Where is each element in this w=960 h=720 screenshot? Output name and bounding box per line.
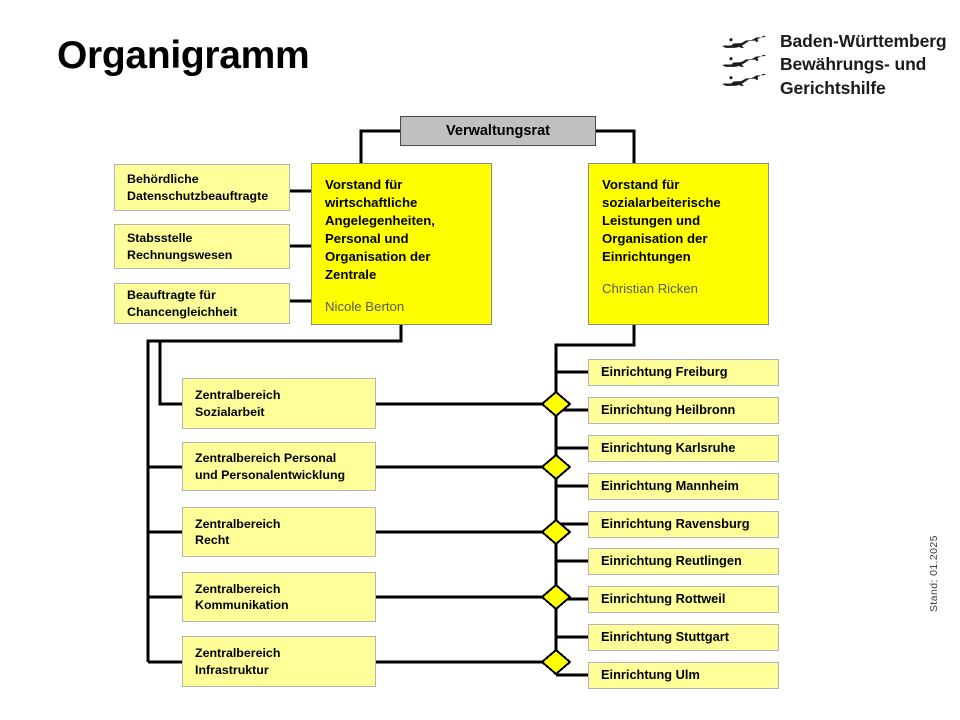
node-person: Nicole Berton xyxy=(325,299,405,315)
node-einrichtung-heilbronn[interactable]: Einrichtung Heilbronn xyxy=(588,397,779,424)
three-lions-crest-icon xyxy=(722,30,768,87)
node-title: Einrichtung Stuttgart xyxy=(601,629,729,645)
node-beauftragte-chancengleichheit[interactable]: Beauftragte für Chancengleichheit xyxy=(114,283,290,324)
node-title: Behördliche Datenschutzbeauftragte xyxy=(127,172,269,203)
baden-wuerttemberg-logo: Baden-Württemberg Bewährungs- und Gerich… xyxy=(722,30,947,100)
node-title: Einrichtung Mannheim xyxy=(601,478,739,494)
logo-line-2: Bewährungs- und xyxy=(780,54,927,75)
node-zentralbereich-recht[interactable]: Zentralbereich Recht xyxy=(182,507,376,557)
node-vorstand-wirtschaft[interactable]: Vorstand für wirtschaftliche Angelegenhe… xyxy=(311,163,492,325)
stand-date: Stand: 01.2025 xyxy=(928,535,940,612)
node-label: Verwaltungsrat xyxy=(446,123,550,139)
node-title: Vorstand für wirtschaftliche Angelegenhe… xyxy=(325,177,435,283)
node-person: Christian Ricken xyxy=(602,281,699,297)
node-title: Zentralbereich Recht xyxy=(195,516,281,547)
node-title: Vorstand für sozialarbeiterische Leistun… xyxy=(602,177,721,265)
node-vorstand-sozialarbeit[interactable]: Vorstand für sozialarbeiterische Leistun… xyxy=(588,163,769,325)
node-title: Einrichtung Karlsruhe xyxy=(601,440,736,456)
node-einrichtung-mannheim[interactable]: Einrichtung Mannheim xyxy=(588,473,779,500)
node-einrichtung-ulm[interactable]: Einrichtung Ulm xyxy=(588,662,779,689)
node-title: Stabsstelle Rechnungswesen xyxy=(127,231,233,262)
logo-line-1: Baden-Württemberg xyxy=(780,31,947,51)
node-zentralbereich-infrastruktur[interactable]: Zentralbereich Infrastruktur xyxy=(182,636,376,687)
node-einrichtung-freiburg[interactable]: Einrichtung Freiburg xyxy=(588,359,779,386)
node-title: Einrichtung Rottweil xyxy=(601,591,726,607)
node-zentralbereich-sozialarbeit[interactable]: Zentralbereich Sozialarbeit xyxy=(182,378,376,429)
node-verwaltungsrat[interactable]: Verwaltungsrat xyxy=(400,116,596,146)
node-title: Zentralbereich Infrastruktur xyxy=(195,646,281,677)
node-title: Einrichtung Ravensburg xyxy=(601,516,750,532)
node-einrichtung-stuttgart[interactable]: Einrichtung Stuttgart xyxy=(588,624,779,651)
node-datenschutzbeauftragte[interactable]: Behördliche Datenschutzbeauftragte xyxy=(114,164,290,211)
node-title: Einrichtung Reutlingen xyxy=(601,553,742,569)
node-title: Zentralbereich Kommunikation xyxy=(195,581,289,612)
node-title: Beauftragte für Chancengleichheit xyxy=(127,288,238,319)
node-title: Zentralbereich Personal und Personalentw… xyxy=(195,451,346,482)
node-title: Einrichtung Ulm xyxy=(601,667,700,683)
node-title: Einrichtung Heilbronn xyxy=(601,402,736,418)
node-einrichtung-reutlingen[interactable]: Einrichtung Reutlingen xyxy=(588,548,779,575)
node-einrichtung-rottweil[interactable]: Einrichtung Rottweil xyxy=(588,586,779,613)
node-title: Einrichtung Freiburg xyxy=(601,364,728,380)
node-einrichtung-ravensburg[interactable]: Einrichtung Ravensburg xyxy=(588,511,779,538)
logo-line-3: Gerichtshilfe xyxy=(780,77,886,98)
node-stabsstelle-rechnungswesen[interactable]: Stabsstelle Rechnungswesen xyxy=(114,224,290,269)
logo-wordmark: Baden-Württemberg Bewährungs- und Gerich… xyxy=(780,30,947,100)
node-einrichtung-karlsruhe[interactable]: Einrichtung Karlsruhe xyxy=(588,435,779,462)
node-zentralbereich-personal[interactable]: Zentralbereich Personal und Personalentw… xyxy=(182,442,376,491)
page-title: Organigramm xyxy=(57,34,310,77)
node-title: Zentralbereich Sozialarbeit xyxy=(195,388,281,419)
node-zentralbereich-kommunikation[interactable]: Zentralbereich Kommunikation xyxy=(182,572,376,622)
